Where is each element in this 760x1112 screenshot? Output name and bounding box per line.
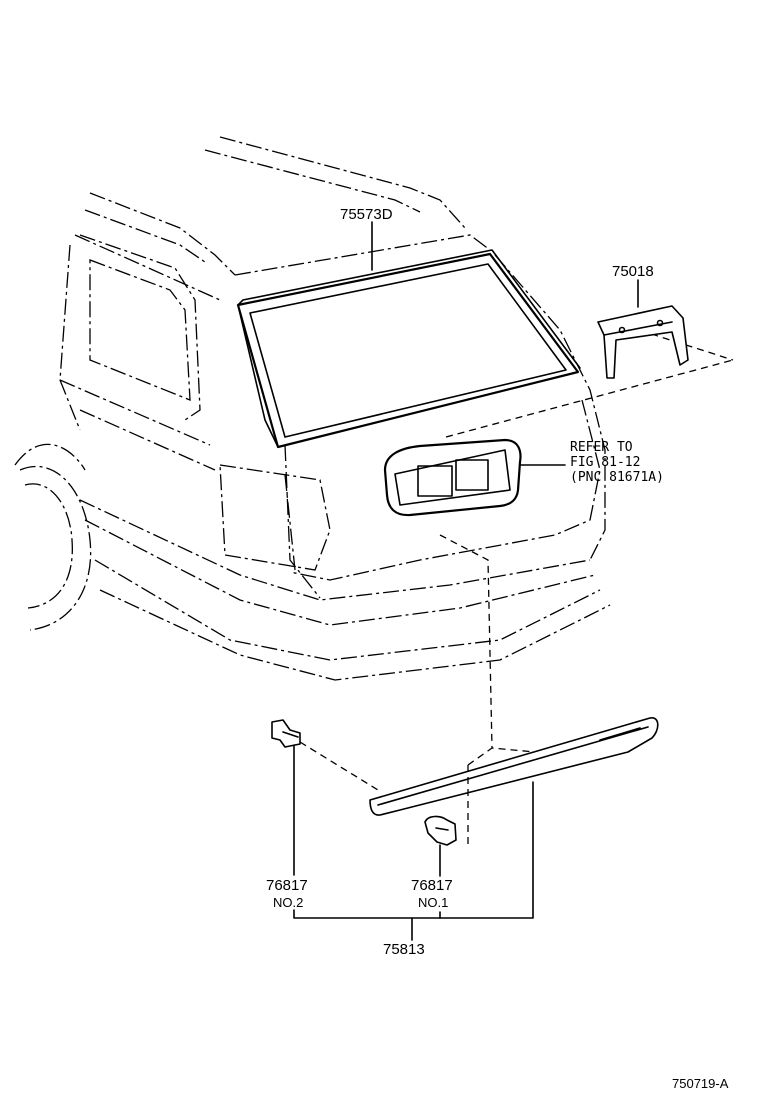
label-75018: 75018 — [612, 263, 654, 280]
label-76817-no2-number: 76817 — [266, 877, 308, 894]
label-76817-no1-sub: NO.1 — [418, 895, 449, 910]
clip-76817-no2 — [271, 719, 379, 791]
label-75813: 75813 — [383, 941, 425, 958]
part-75018-bracket — [597, 305, 689, 379]
vehicle-phantom-outline — [14, 136, 734, 749]
leader-lines — [293, 221, 639, 941]
part-75813-moulding — [369, 717, 659, 816]
label-76817-no2-sub: NO.2 — [273, 895, 304, 910]
clip-76817-no1 — [424, 747, 536, 848]
label-refer-line1: REFER TO — [570, 440, 633, 455]
license-garnish — [383, 438, 566, 517]
label-refer-line3: (PNC 81671A) — [570, 470, 664, 485]
label-refer-line2: FIG 81-12 — [570, 455, 641, 470]
rear-window-glass — [236, 249, 581, 449]
figure-code: 750719-A — [672, 1076, 729, 1091]
label-76817-no1-number: 76817 — [411, 877, 453, 894]
label-75573D: 75573D — [340, 206, 393, 223]
